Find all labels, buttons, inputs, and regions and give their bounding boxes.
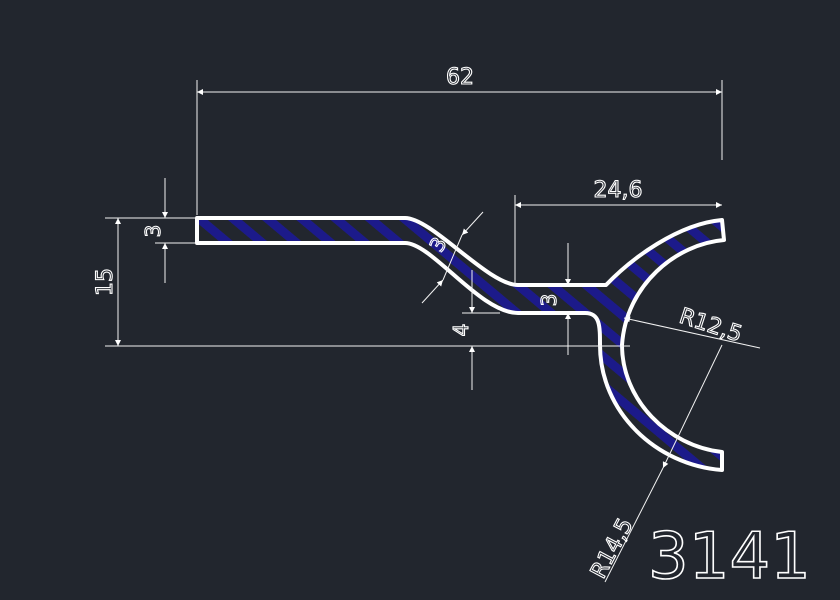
dimension-label: R12,5 [676,304,745,348]
dimension-right-width: 24,6 [514,177,722,285]
dimension-label: 4 [449,324,473,337]
dimension-overall-width: 62 [196,64,723,215]
dimension-label: R14,5 [586,514,638,582]
dimension-inner-radius: R12,5 [623,303,761,349]
dimension-label: 24,6 [594,178,643,203]
part-number: 3141 [648,520,811,594]
profile-section [195,216,726,472]
dimension-label: 62 [446,65,474,90]
dimension-label: 3 [537,294,561,307]
dimension-total-height: 15 [92,217,630,347]
dimension-label: 3 [141,225,165,238]
dimension-flange-thickness: 3 [140,178,195,283]
dimension-label: 15 [93,268,118,296]
dimension-web-thickness: 3 [536,243,571,355]
dimension-offset: 4 [448,270,500,390]
